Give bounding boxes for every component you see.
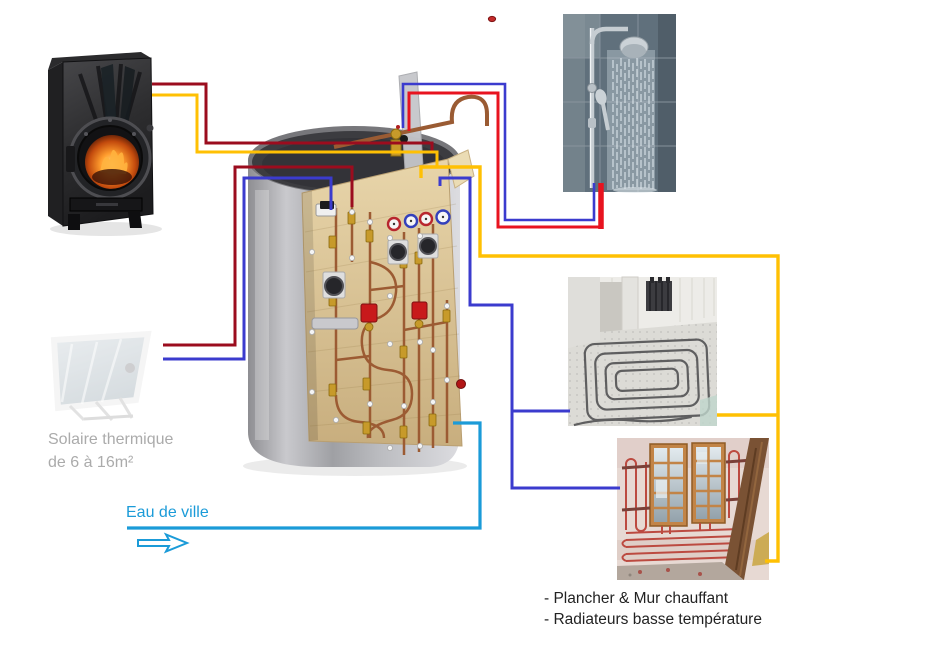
solar-label-line1: Solaire thermique: [48, 431, 174, 448]
wood-panel: [301, 158, 463, 447]
pipe-shower-hot: [407, 91, 601, 229]
pipe-shower-cold: [401, 82, 596, 222]
pipe-heating-supply: [419, 165, 780, 563]
floor-heating-image: [568, 276, 717, 427]
shower-image: [563, 14, 676, 193]
flow-arrow-icon: [137, 532, 190, 554]
solar-panel-image: [50, 330, 152, 422]
drain-knob: [456, 379, 466, 389]
heating-label-line2: - Radiateurs basse température: [544, 611, 762, 628]
fittings: [308, 208, 450, 451]
solar-label-line2: de 6 à 16m²: [48, 454, 134, 471]
wood-stove-image: [48, 52, 162, 236]
heating-label-line1: - Plancher & Mur chauffant: [544, 590, 729, 607]
water-spray: [612, 58, 654, 190]
pump: [389, 243, 407, 261]
pipe-solar-supply: [163, 165, 354, 347]
solar-label: Solaire thermique de 6 à 16m²: [48, 428, 173, 474]
pipe-solar-return: [163, 176, 333, 361]
pump: [419, 237, 437, 255]
wall-heating-image: [617, 438, 769, 580]
heating-label: - Plancher & Mur chauffant - Radiateurs …: [544, 588, 762, 630]
buffer-tank-image: [243, 71, 489, 476]
pipe-stove-return: [152, 93, 439, 167]
windows: [649, 442, 726, 527]
pump: [324, 276, 344, 296]
hand-shower: [595, 89, 607, 105]
city-water-label: Eau de ville: [126, 504, 209, 521]
pipe-heating-return: [438, 176, 620, 490]
red-pump-block: [360, 303, 378, 323]
red-dot-mark: [487, 15, 497, 23]
pipe-stove-supply: [152, 82, 434, 153]
pressure-gauges: [386, 209, 451, 232]
red-pump-block: [411, 301, 428, 320]
pipe-city-water: [127, 421, 482, 530]
pipe-serpentine: [573, 338, 711, 427]
copper-top-pipe: [333, 94, 489, 149]
